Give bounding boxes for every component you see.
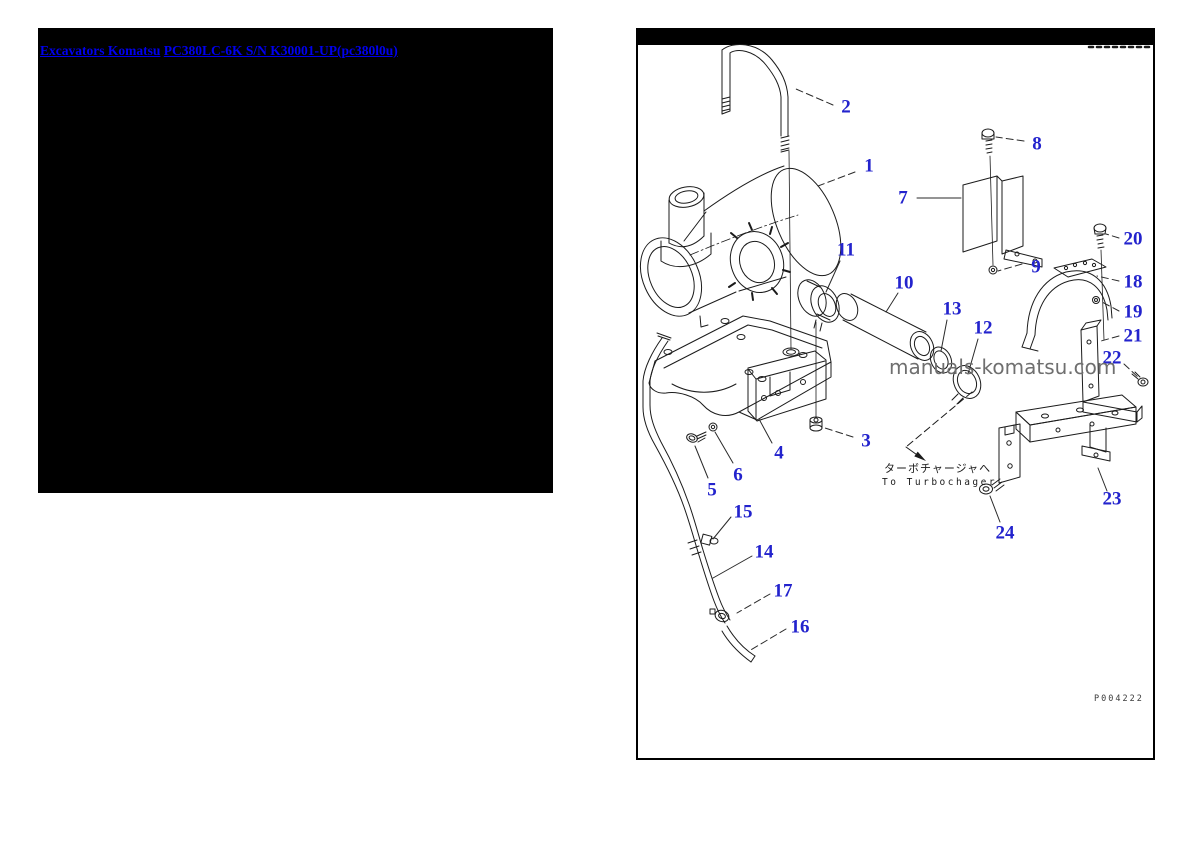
callout-23: 23 <box>1102 488 1122 510</box>
callout-16: 16 <box>790 616 810 638</box>
watermark: manuals-komatsu.com <box>889 355 1117 379</box>
callout-12: 12 <box>973 317 993 339</box>
callout-21: 21 <box>1123 325 1143 347</box>
figure-number: P004222 <box>1094 694 1144 704</box>
breadcrumb-category-link[interactable]: Excavators Komatsu <box>40 43 161 58</box>
to-turbocharger-label-jp: ターボチャージャへ <box>884 462 992 475</box>
callout-15: 15 <box>733 501 753 523</box>
callout-1: 1 <box>864 155 874 177</box>
callout-17: 17 <box>773 580 793 602</box>
callout-2: 2 <box>841 96 851 118</box>
callout-10: 10 <box>894 272 914 294</box>
callout-18: 18 <box>1123 271 1143 293</box>
callout-20: 20 <box>1123 228 1143 250</box>
callout-3: 3 <box>861 430 871 452</box>
callout-11: 11 <box>837 239 855 261</box>
parts-list-placeholder <box>38 28 553 493</box>
breadcrumb: Excavators Komatsu PC380LC-6K S/N K30001… <box>40 43 398 59</box>
callout-22: 22 <box>1102 347 1122 369</box>
callout-24: 24 <box>995 522 1015 544</box>
callout-9: 9 <box>1031 256 1041 278</box>
callout-19: 19 <box>1123 301 1143 323</box>
diagram-frame <box>636 28 1155 760</box>
breadcrumb-model-link[interactable]: PC380LC-6K S/N K30001-UP(pc380l0u) <box>163 43 398 58</box>
callout-8: 8 <box>1032 133 1042 155</box>
callout-14: 14 <box>754 541 774 563</box>
callout-5: 5 <box>707 479 717 501</box>
to-turbocharger-label-en: To Turbochager <box>882 477 998 488</box>
callout-7: 7 <box>898 187 908 209</box>
callout-4: 4 <box>774 442 784 464</box>
callout-6: 6 <box>733 464 743 486</box>
callout-13: 13 <box>942 298 962 320</box>
diagram-header-bar <box>638 30 1153 45</box>
